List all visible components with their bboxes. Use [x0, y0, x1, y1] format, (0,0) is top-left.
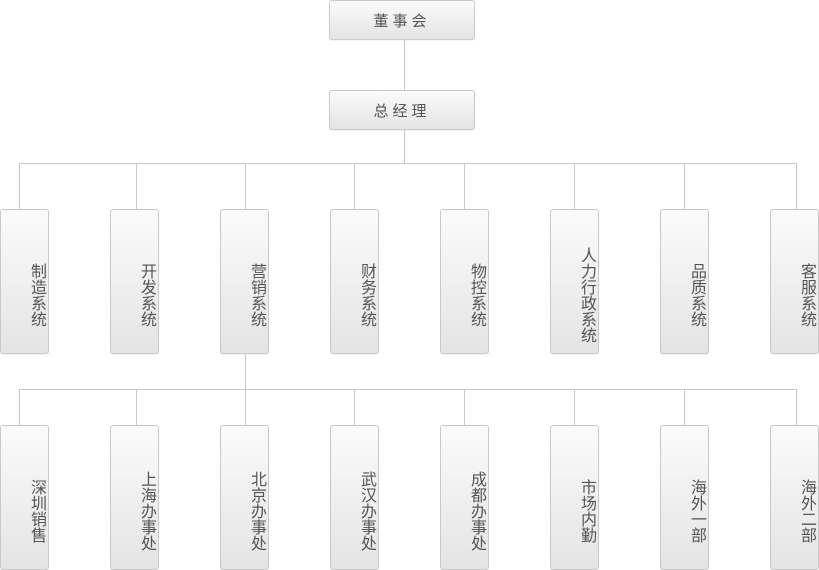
general-manager-node: 总经理	[329, 90, 475, 130]
connector-system-drop	[245, 163, 246, 210]
connector-system-drop	[19, 163, 20, 210]
connector-system-drop	[354, 163, 355, 210]
system-node-manufacturing: 制造系统	[0, 209, 49, 354]
connector-sales-drop	[136, 389, 137, 426]
connector-sales-drop	[684, 389, 685, 426]
sales-node-shanghai: 上海办事处	[110, 425, 159, 570]
sales-node-overseas-1: 海外一部	[660, 425, 709, 570]
board-node: 董事会	[329, 0, 475, 40]
system-node-marketing: 营销系统	[220, 209, 269, 354]
sales-node-shenzhen: 深圳销售	[0, 425, 49, 570]
connector-sales-bus	[19, 389, 797, 390]
system-node-development: 开发系统	[110, 209, 159, 354]
connector-marketing-trunk	[245, 353, 246, 390]
connector-system-drop	[796, 163, 797, 210]
connector-system-drop	[136, 163, 137, 210]
system-node-quality: 品质系统	[660, 209, 709, 354]
system-node-materials: 物控系统	[440, 209, 489, 354]
connector-gm-trunk	[404, 129, 405, 164]
connector-sales-drop	[464, 389, 465, 426]
sales-node-overseas-2: 海外二部	[770, 425, 819, 570]
connector-system-drop	[684, 163, 685, 210]
connector-sales-drop	[19, 389, 20, 426]
system-node-hr-admin: 人力行政系统	[550, 209, 599, 354]
system-node-finance: 财务系统	[330, 209, 379, 354]
sales-node-beijing: 北京办事处	[220, 425, 269, 570]
connector-system-drop	[464, 163, 465, 210]
sales-node-chengdu: 成都办事处	[440, 425, 489, 570]
sales-node-wuhan: 武汉办事处	[330, 425, 379, 570]
system-node-customer-service: 客服系统	[770, 209, 819, 354]
connector-system-drop	[574, 163, 575, 210]
connector-board-gm	[404, 39, 405, 90]
connector-sales-drop	[245, 389, 246, 426]
connector-sales-drop	[796, 389, 797, 426]
sales-node-market-office: 市场内勤	[550, 425, 599, 570]
connector-systems-bus	[19, 163, 797, 164]
connector-sales-drop	[574, 389, 575, 426]
connector-sales-drop	[354, 389, 355, 426]
